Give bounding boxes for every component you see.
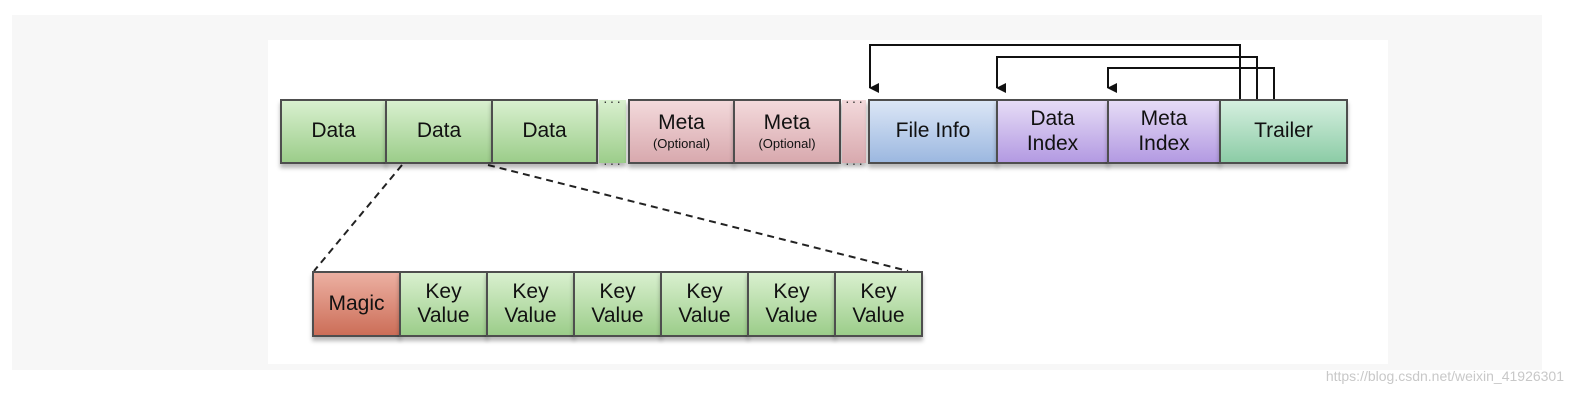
data-block-label: Data bbox=[416, 119, 462, 143]
data-block-label: Data bbox=[522, 119, 567, 143]
data-block-3: Data bbox=[491, 99, 598, 164]
ellipsis-top-1: ··· bbox=[603, 93, 623, 109]
trailer-block: Trailer bbox=[1219, 99, 1348, 164]
key-value-block-6: Key Value bbox=[834, 271, 923, 337]
meta-block-label: Meta bbox=[763, 110, 811, 134]
magic-block: Magic bbox=[312, 271, 401, 337]
key-value-block-5: Key Value bbox=[747, 271, 836, 337]
meta-block-2: Meta (Optional) bbox=[733, 99, 841, 164]
file-info-label: File Info bbox=[895, 119, 971, 143]
magic-label: Magic bbox=[328, 291, 385, 315]
watermark-url: https://blog.csdn.net/weixin_41926301 bbox=[1325, 368, 1564, 384]
key-label: Key bbox=[599, 279, 636, 303]
meta-index-label-line2: Index bbox=[1138, 131, 1190, 155]
key-label: Key bbox=[425, 279, 462, 303]
file-info-block: File Info bbox=[868, 99, 998, 164]
meta-block-1: Meta (Optional) bbox=[628, 99, 735, 164]
value-label: Value bbox=[591, 304, 644, 327]
data-index-block: Data Index bbox=[996, 99, 1109, 164]
meta-block-label: Meta bbox=[658, 110, 705, 134]
data-block-2: Data bbox=[385, 99, 493, 164]
data-index-label-line2: Index bbox=[1026, 131, 1079, 155]
data-continuation-sliver bbox=[599, 100, 626, 163]
data-index-label-line1: Data bbox=[1030, 107, 1075, 131]
meta-continuation-sliver bbox=[842, 100, 866, 163]
value-label: Value bbox=[678, 304, 731, 327]
meta-index-label-line1: Meta bbox=[1140, 107, 1188, 131]
value-label: Value bbox=[765, 304, 818, 327]
key-label: Key bbox=[860, 279, 897, 303]
meta-index-block: Meta Index bbox=[1107, 99, 1221, 164]
ellipsis-bottom-2: ··· bbox=[845, 155, 865, 171]
value-label: Value bbox=[852, 304, 905, 327]
meta-block-sublabel: (Optional) bbox=[758, 136, 816, 152]
key-value-block-4: Key Value bbox=[660, 271, 749, 337]
key-label: Key bbox=[686, 279, 723, 303]
data-block-label: Data bbox=[311, 119, 356, 143]
data-block-1: Data bbox=[280, 99, 387, 164]
key-label: Key bbox=[773, 279, 810, 303]
key-value-block-3: Key Value bbox=[573, 271, 662, 337]
key-value-block-2: Key Value bbox=[486, 271, 575, 337]
ellipsis-bottom-1: ··· bbox=[603, 155, 623, 171]
ellipsis-top-2: ··· bbox=[845, 93, 865, 109]
trailer-label: Trailer bbox=[1254, 119, 1313, 143]
meta-block-sublabel: (Optional) bbox=[652, 136, 711, 152]
value-label: Value bbox=[504, 304, 557, 327]
key-label: Key bbox=[512, 279, 549, 303]
key-value-block-1: Key Value bbox=[399, 271, 488, 337]
value-label: Value bbox=[417, 304, 470, 327]
